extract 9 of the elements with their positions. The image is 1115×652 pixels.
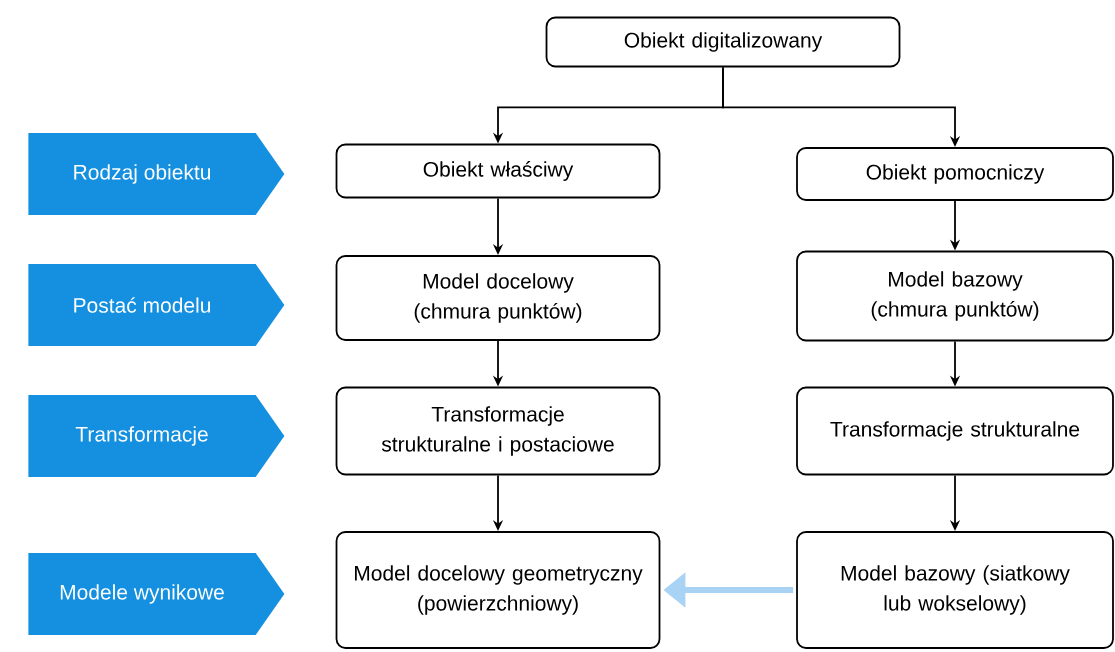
process-box: Model docelowy (chmura punktów) bbox=[335, 255, 661, 341]
process-box: Transformacje strukturalne i postaciowe bbox=[335, 386, 661, 476]
process-box: Transformacje strukturalne bbox=[796, 386, 1114, 476]
process-box: Obiekt digitalizowany bbox=[545, 16, 901, 68]
process-box: Model bazowy (siatkowy lub wokselowy) bbox=[796, 531, 1114, 649]
process-box: Obiekt pomocniczy bbox=[796, 147, 1114, 201]
process-box: Obiekt właściwy bbox=[335, 143, 661, 199]
process-box: Model bazowy (chmura punktów) bbox=[796, 250, 1114, 342]
process-box: Model docelowy geometryczny (powierzchniowy) bbox=[335, 531, 661, 649]
